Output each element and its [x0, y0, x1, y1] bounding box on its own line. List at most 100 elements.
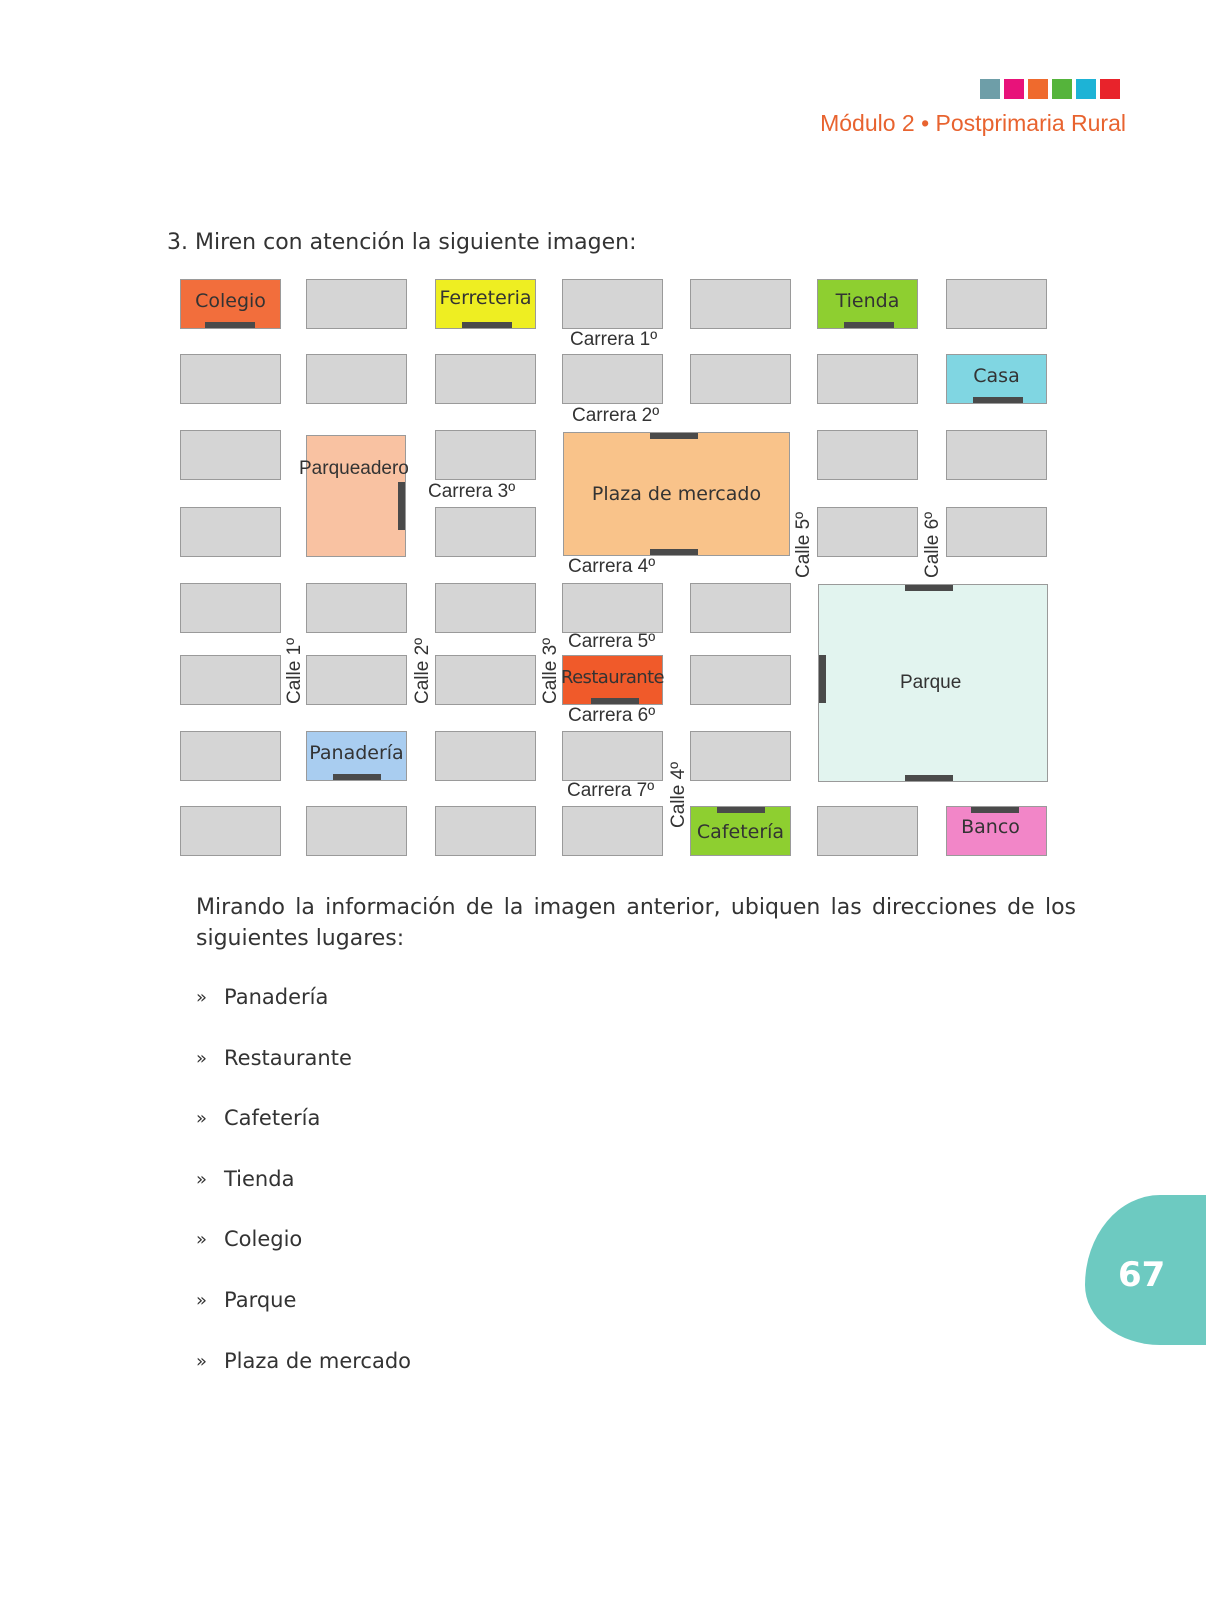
list-item: »Plaza de mercado	[196, 1349, 411, 1410]
block	[562, 583, 663, 633]
block	[306, 806, 407, 856]
label-calle-4: Calle 4º	[668, 761, 689, 828]
block	[306, 279, 407, 329]
block	[180, 507, 281, 557]
block	[817, 430, 918, 480]
color-swatches	[980, 79, 1120, 99]
door	[205, 322, 255, 328]
block	[690, 731, 791, 781]
list-item-label: Plaza de mercado	[224, 1348, 412, 1373]
swatch-4	[1052, 79, 1072, 99]
door	[905, 585, 953, 591]
street-map: Colegio Ferreteria Tienda Casa Plaza de …	[180, 279, 1048, 856]
swatch-6	[1100, 79, 1120, 99]
swatch-1	[980, 79, 1000, 99]
label-carrera-5: Carrera 5º	[568, 631, 656, 652]
door	[973, 397, 1023, 403]
label-carrera-6: Carrera 6º	[568, 705, 656, 726]
block	[690, 354, 791, 404]
block	[180, 430, 281, 480]
label-banco: Banco	[961, 816, 1020, 838]
block	[435, 583, 536, 633]
label-colegio: Colegio	[195, 290, 266, 312]
label-tienda: Tienda	[835, 290, 900, 312]
block-colegio: Colegio	[180, 279, 281, 329]
bullet-icon: »	[196, 1168, 208, 1190]
block	[946, 507, 1047, 557]
list-item-label: Colegio	[224, 1227, 303, 1252]
block	[562, 354, 663, 404]
label-calle-5: Calle 5º	[793, 511, 814, 578]
list-item: » Colegio	[196, 1227, 411, 1288]
block	[690, 583, 791, 633]
swatch-3	[1028, 79, 1048, 99]
block	[690, 279, 791, 329]
block	[180, 354, 281, 404]
label-cafeteria: Cafetería	[696, 821, 785, 843]
block-parqueadero	[306, 435, 406, 557]
block-tienda: Tienda	[817, 279, 918, 329]
label-restaurante: Restaurante	[560, 667, 665, 688]
door	[591, 698, 639, 704]
block	[435, 731, 536, 781]
door	[844, 322, 894, 328]
label-casa: Casa	[973, 365, 1020, 387]
label-parque: Parque	[900, 672, 962, 693]
list-item-label: Restaurante	[224, 1045, 352, 1070]
instruction-text: Mirando la información de la imagen ante…	[196, 895, 1076, 951]
block	[946, 430, 1047, 480]
block	[180, 655, 281, 705]
label-calle-2: Calle 2º	[412, 637, 433, 704]
door	[905, 775, 953, 781]
block-restaurante: Restaurante	[560, 655, 665, 705]
block	[306, 655, 407, 705]
list-item: » Tienda	[196, 1167, 411, 1228]
list-item: » Restaurante	[196, 1046, 411, 1107]
swatch-5	[1076, 79, 1096, 99]
list-item: »Panadería	[196, 985, 411, 1046]
bullet-icon: »	[196, 1108, 208, 1130]
swatch-2	[1004, 79, 1024, 99]
block	[946, 279, 1047, 329]
block	[435, 430, 536, 480]
bullet-icon: »	[196, 1289, 208, 1311]
door	[819, 655, 826, 703]
block	[817, 354, 918, 404]
block	[306, 354, 407, 404]
door	[462, 322, 512, 328]
label-calle-6: Calle 6º	[922, 511, 943, 578]
block	[562, 279, 663, 329]
block	[180, 806, 281, 856]
door	[650, 433, 698, 439]
block-plaza-de-mercado: Plaza de mercado	[563, 432, 790, 556]
list-item-label: Cafetería	[224, 1106, 321, 1131]
list-item: » Cafetería	[196, 1106, 411, 1167]
block-casa: Casa	[946, 354, 1047, 404]
door	[717, 807, 765, 813]
question-title: 3. Miren con atención la siguiente image…	[167, 230, 637, 255]
module-title: Módulo 2 • Postprimaria Rural	[820, 110, 1126, 136]
label-carrera-4: Carrera 4º	[568, 556, 656, 577]
list-item: »Parque	[196, 1288, 411, 1349]
block-panaderia: Panadería	[306, 731, 407, 781]
bullet-icon: »	[196, 1047, 208, 1069]
label-plaza-de-mercado: Plaza de mercado	[591, 483, 762, 505]
label-panaderia: Panadería	[309, 742, 404, 764]
block	[562, 806, 663, 856]
label-carrera-1: Carrera 1º	[570, 329, 658, 350]
label-carrera-2: Carrera 2º	[572, 405, 660, 426]
list-item-label: Tienda	[224, 1166, 295, 1191]
block	[435, 507, 536, 557]
block-banco: Banco	[946, 806, 1047, 856]
page-number: 67	[1118, 1255, 1166, 1295]
label-parqueadero: Parqueadero	[299, 458, 409, 479]
block	[690, 655, 791, 705]
block	[180, 583, 281, 633]
label-carrera-7: Carrera 7º	[567, 780, 655, 801]
label-carrera-3: Carrera 3º	[428, 481, 516, 502]
block	[435, 806, 536, 856]
block	[180, 731, 281, 781]
block	[817, 507, 918, 557]
block	[435, 354, 536, 404]
bullet-icon: »	[196, 1229, 208, 1251]
